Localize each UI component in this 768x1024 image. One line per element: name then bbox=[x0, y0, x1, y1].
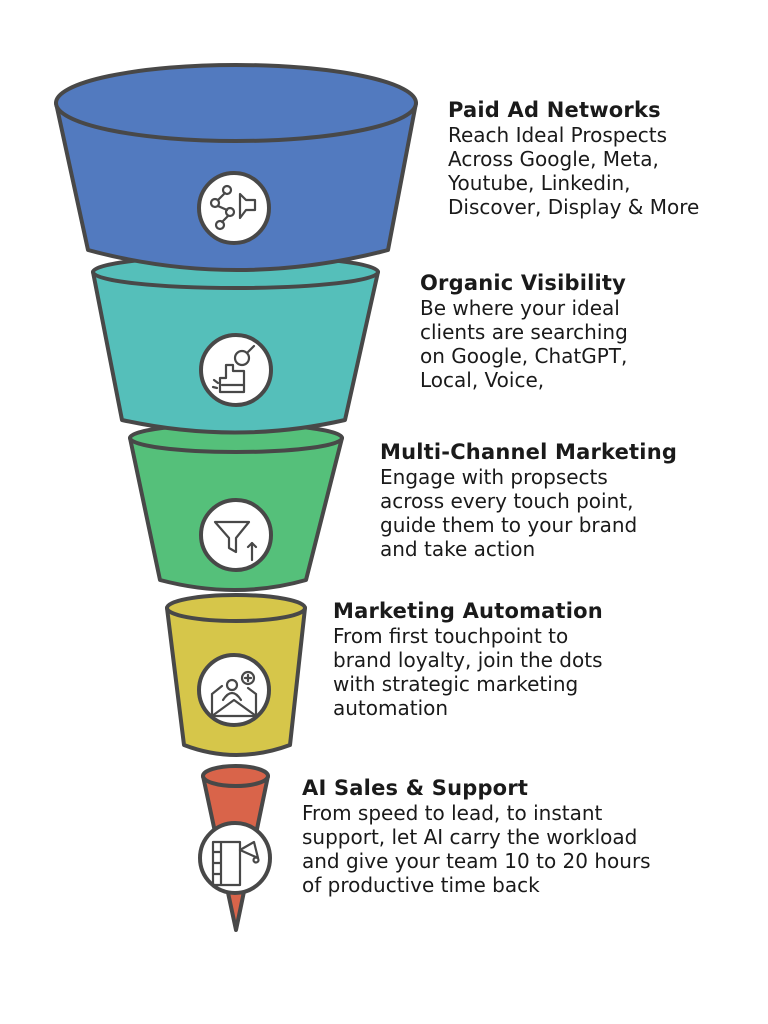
stage-description: From speed to lead, to instant support, … bbox=[302, 801, 651, 897]
document-megaphone-icon bbox=[198, 821, 272, 895]
stage-title: Multi-Channel Marketing bbox=[380, 440, 678, 464]
stage-text-marketing-automation: Marketing Automation From first touchpoi… bbox=[333, 598, 603, 720]
network-megaphone-icon bbox=[197, 171, 271, 245]
stage-text-ai-sales: AI Sales & Support From speed to lead, t… bbox=[302, 775, 651, 897]
stage-title: Paid Ad Networks bbox=[448, 98, 661, 122]
funnel-stage-paid-ads bbox=[54, 63, 418, 272]
stage-description: From first touchpoint to brand loyalty, … bbox=[333, 624, 603, 720]
funnel-arrow-icon bbox=[199, 498, 273, 572]
stage-text-multi-channel: Multi-Channel Marketing Engage with prop… bbox=[380, 439, 677, 561]
stage-description: Be where your ideal clients are searchin… bbox=[420, 296, 628, 392]
stage-title: Marketing Automation bbox=[333, 599, 603, 623]
email-user-add-icon bbox=[197, 653, 271, 727]
stage-text-paid-ads: Paid Ad Networks Reach Ideal Prospects A… bbox=[448, 97, 699, 219]
stage-title: AI Sales & Support bbox=[302, 776, 529, 800]
stage-description: Engage with propsects across every touch… bbox=[380, 465, 638, 561]
stage-description: Reach Ideal Prospects Across Google, Met… bbox=[448, 123, 700, 219]
stage-text-organic-visibility: Organic Visibility Be where your ideal c… bbox=[420, 270, 628, 392]
stage-title: Organic Visibility bbox=[420, 271, 627, 295]
ranking-search-icon bbox=[199, 333, 273, 407]
